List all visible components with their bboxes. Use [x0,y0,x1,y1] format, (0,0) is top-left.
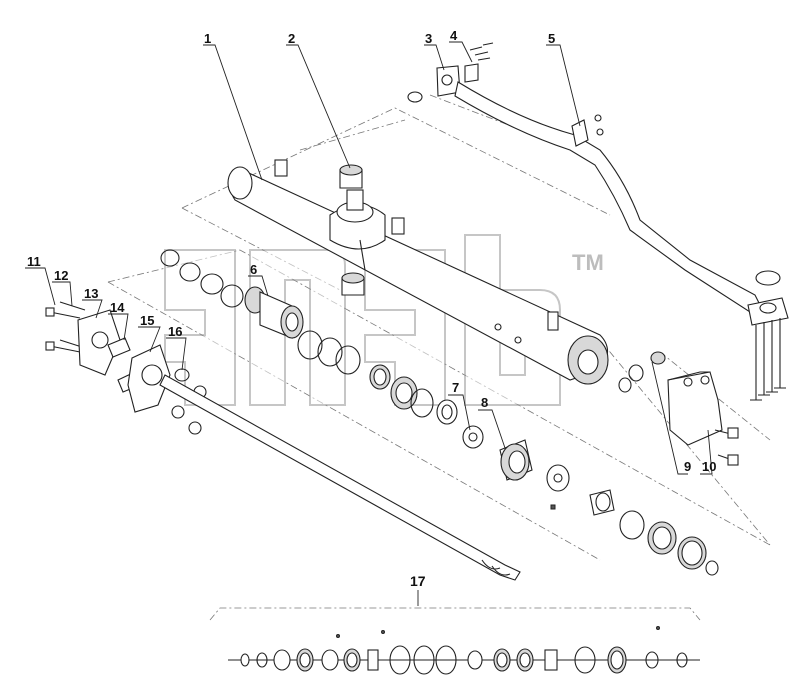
leader-lines [25,41,713,606]
cylinder-head-gland [160,249,304,339]
label-15: 15 [140,313,154,328]
watermark-tm: TM [572,250,604,275]
label-16: 16 [168,324,182,339]
label-13: 13 [84,286,98,301]
seal-rings-set-b [589,489,719,576]
label-6: 6 [250,262,257,277]
seal-kit-row [209,607,701,675]
label-1: 1 [204,31,211,46]
label-7: 7 [452,380,459,395]
label-10: 10 [702,459,716,474]
label-2: 2 [288,31,295,46]
label-8: 8 [481,395,488,410]
label-4: 4 [450,28,458,43]
label-5: 5 [548,31,555,46]
label-12: 12 [54,268,68,283]
rod-eye-end [45,301,521,581]
piston-assembly [462,425,570,510]
seal-rings-set-a [297,330,458,425]
valve-block [618,351,739,466]
callout-labels: 1 2 3 4 5 6 7 8 9 10 11 12 13 14 15 16 1… [27,28,716,589]
hydraulic-pipe-assembly [407,42,789,401]
label-11: 11 [27,254,41,269]
label-9: 9 [684,459,691,474]
trunnion-bushings [339,164,365,296]
label-3: 3 [425,31,432,46]
label-17: 17 [410,573,426,589]
cylinder-barrel [227,159,609,385]
label-14: 14 [110,300,125,315]
